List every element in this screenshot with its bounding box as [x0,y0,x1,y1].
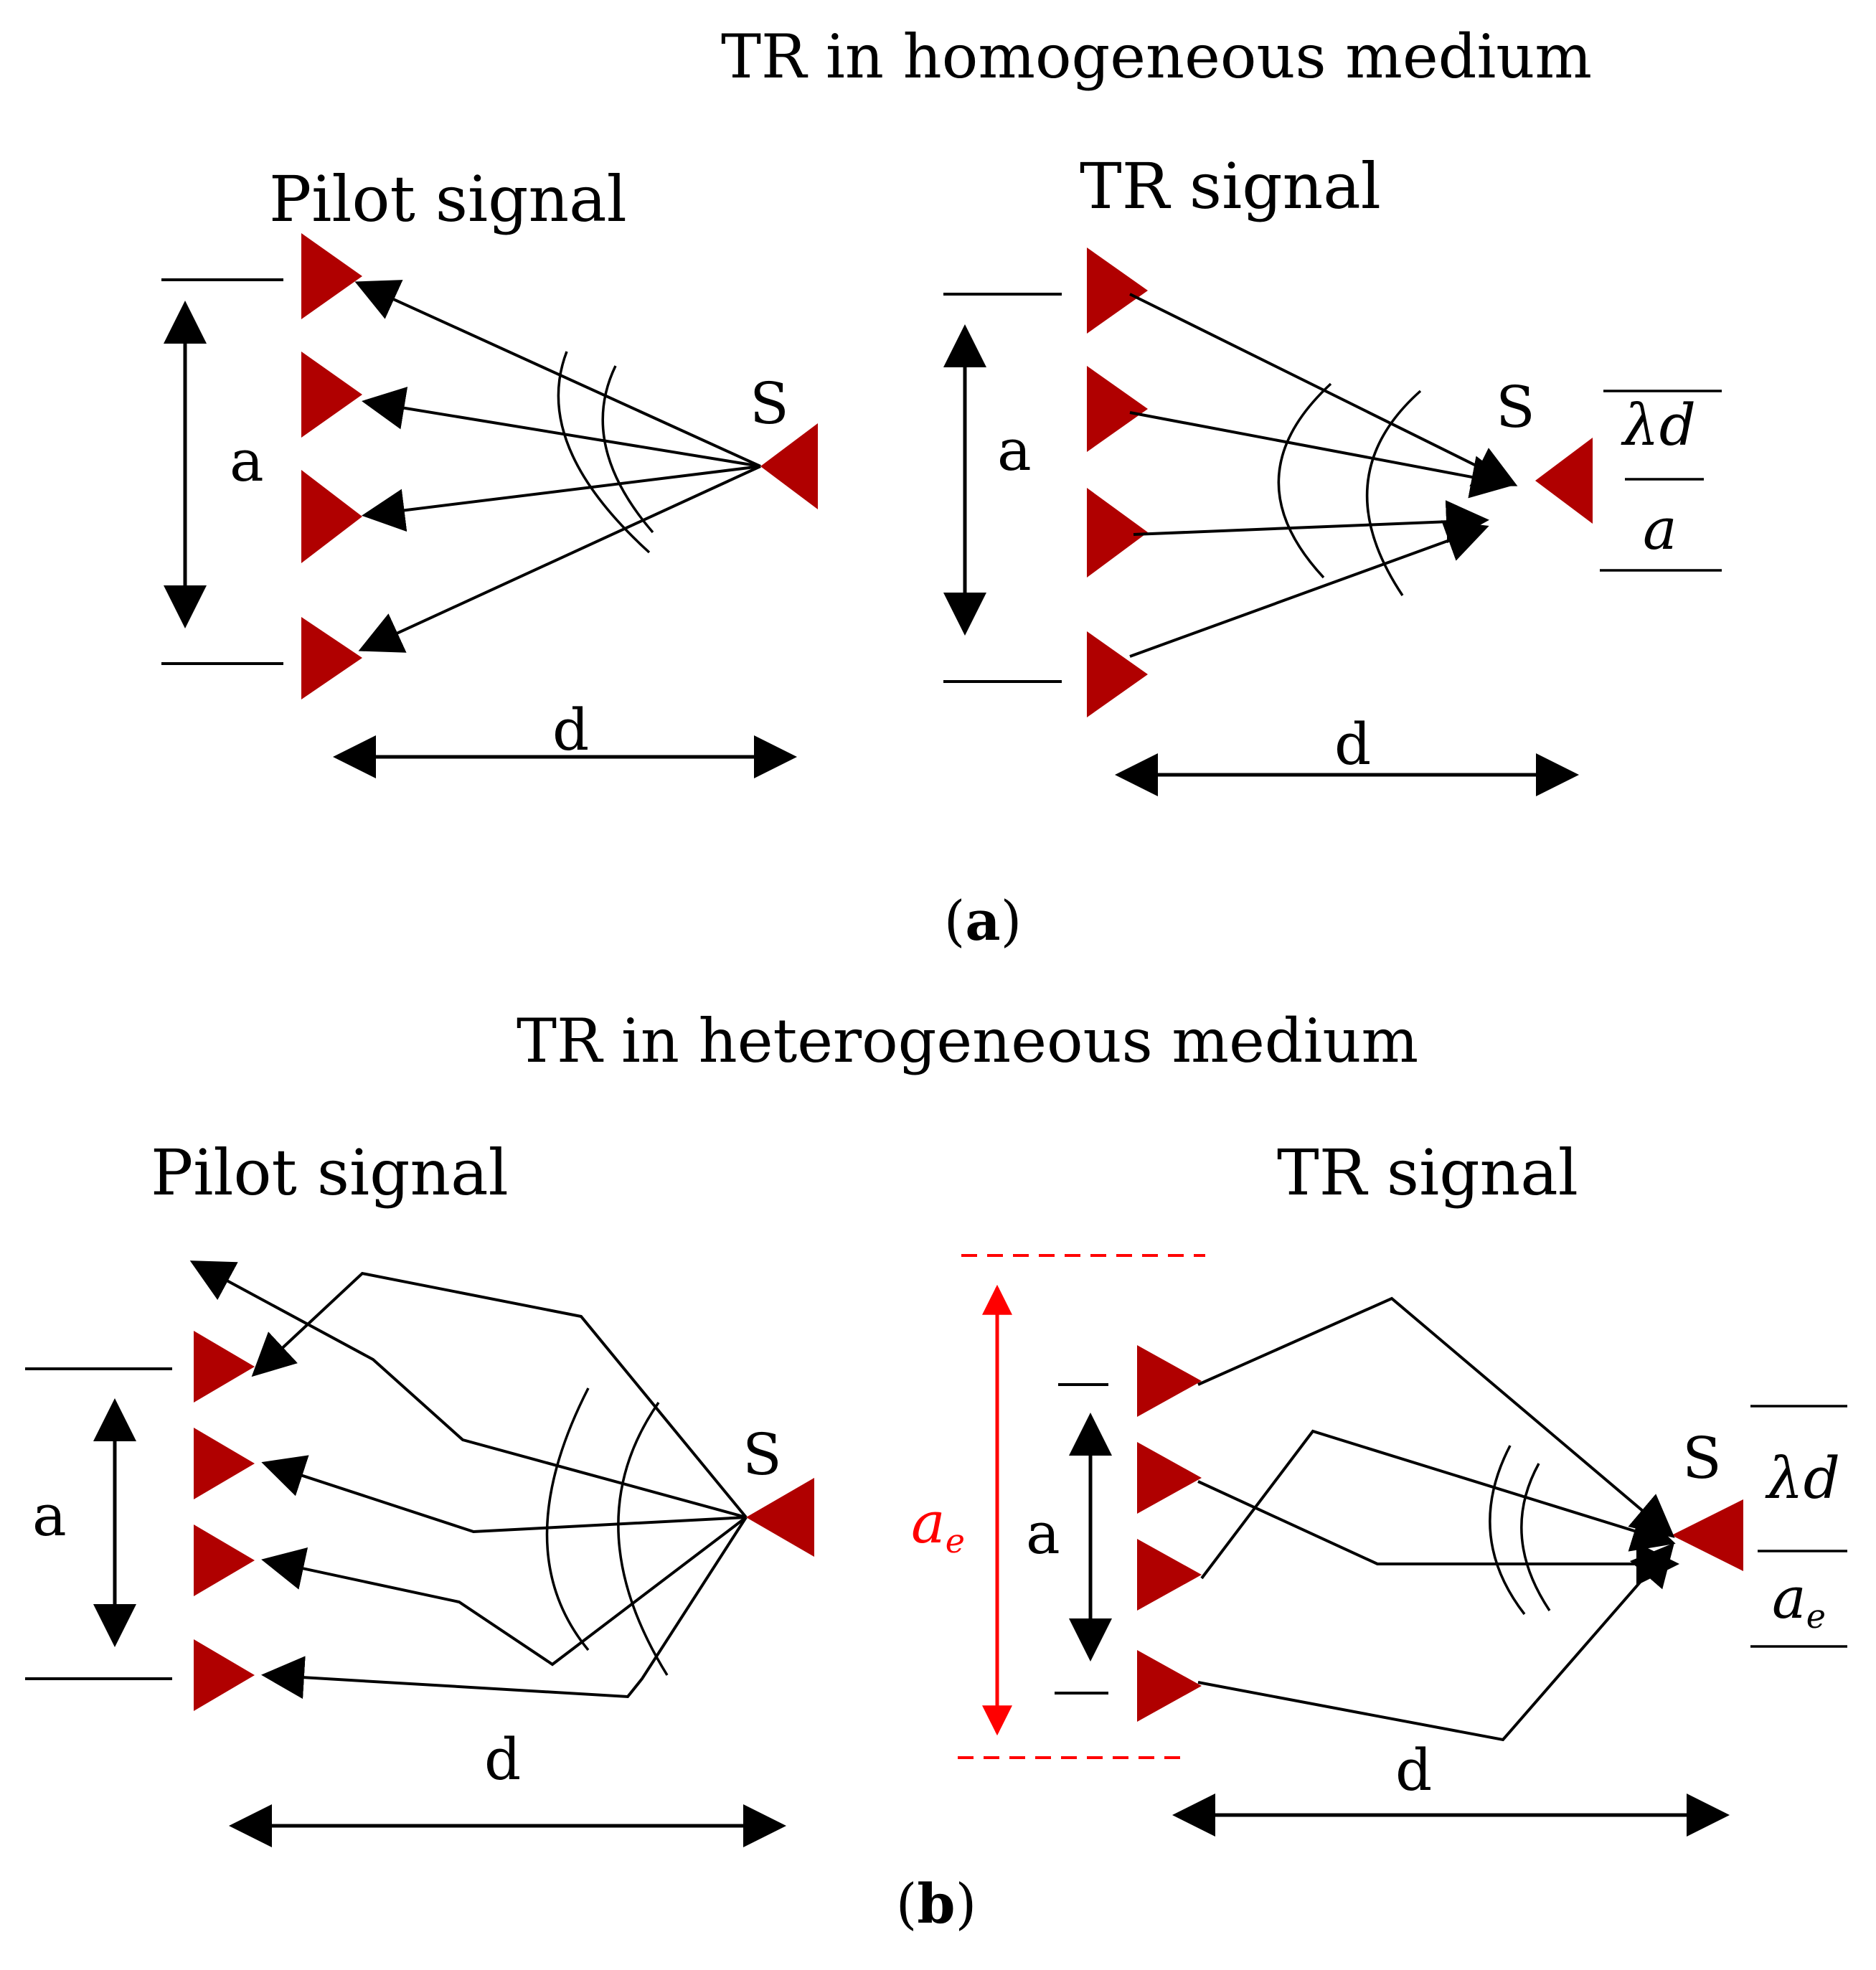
panel-a-tr-label: TR signal [1080,149,1381,223]
focus-label: S [1682,1425,1722,1491]
tr-path-3 [1200,1429,1676,1580]
wavefront-arc-1 [1489,1445,1526,1616]
panel-b-pilot-label: Pilot signal [151,1136,509,1210]
array-antenna-4 [301,617,362,699]
aperture-a-label: a [230,428,264,494]
array-antenna-3 [301,470,362,563]
pilot-ray-3 [362,465,761,532]
array-antenna-3 [194,1524,255,1596]
resolution-numerator: λd [1621,392,1696,458]
panel-b-title: TR in heterogeneous medium [517,1006,1418,1076]
pilot-ray-4 [358,465,761,653]
focus-antenna [1535,438,1593,524]
tr-path-4 [1197,1542,1674,1742]
panel-a-title: TR in homogeneous medium [721,22,1592,92]
resolution-denominator: a [1643,496,1677,562]
source-antenna [760,423,818,509]
panel-b-tr-label: TR signal [1277,1136,1578,1210]
panel-b: TR in heterogeneous medium Pilot signal … [25,1006,1847,1936]
source-antenna [746,1478,814,1557]
array-antenna-3 [1087,488,1148,578]
array-antenna-1 [301,233,362,319]
tr-path-2 [1197,1480,1679,1585]
panel-b-pilot: Pilot signal a S d [25,1136,814,1847]
array-antenna-4 [194,1639,255,1711]
array-antenna-1 [1137,1345,1202,1417]
caption-a: (a) [944,889,1022,953]
pilot-path-3 [261,1455,747,1534]
array-antenna-2 [194,1428,255,1499]
wavefront-arc-2 [1366,390,1422,596]
panel-a-pilot: Pilot signal a S d [161,162,818,778]
pilot-path-4 [261,1516,748,1667]
array-antenna-1 [194,1331,255,1403]
pilot-path-1 [251,1271,748,1519]
wavefront-arc-2 [1520,1463,1551,1611]
tr-ray-2 [1129,411,1514,499]
panel-b-tr: TR signal ae a S d [911,1136,1847,1837]
tr-ray-1 [1129,293,1518,486]
resolution-numerator: λd [1765,1445,1840,1512]
array-antenna-3 [1137,1539,1202,1611]
focus-antenna [1672,1499,1743,1571]
aperture-a-label: a [997,417,1032,484]
effective-aperture-label: ae [911,1489,965,1560]
caption-b: (b) [896,1872,976,1936]
array-antenna-2 [301,352,362,438]
panel-a-pilot-label: Pilot signal [269,162,627,236]
focal-spot-resolution: λd ae [1750,1405,1847,1648]
distance-d-label: d [552,697,589,763]
wavefront-arc-1 [1277,382,1332,579]
aperture-a-label: a [32,1482,67,1549]
tr-ray-3 [1133,500,1489,544]
array-antenna-2 [1137,1442,1202,1514]
distance-d-label: d [484,1726,521,1793]
pilot-path-2 [189,1260,747,1519]
array-antenna-4 [1087,631,1148,717]
panel-a: TR in homogeneous medium Pilot signal a … [161,22,1722,953]
wavefront-arc-1 [557,351,651,554]
focus-label: S [1496,374,1535,440]
focal-spot-resolution: λd a [1600,390,1722,572]
array-antenna-2 [1087,366,1148,452]
wavefront-arc-2 [617,1402,669,1676]
tr-path-1 [1197,1296,1675,1538]
array-antenna-4 [1137,1650,1202,1722]
wavefront-arc-1 [545,1387,590,1651]
panel-a-tr: TR signal a S d λd a [943,149,1722,796]
pilot-path-5 [261,1516,748,1700]
distance-d-label: d [1334,711,1371,778]
aperture-a-label: a [1026,1500,1060,1567]
wavefront-arc-2 [601,365,654,534]
distance-d-label: d [1395,1737,1432,1804]
tr-ray-4 [1129,520,1489,658]
resolution-denominator: ae [1772,1565,1826,1636]
source-label: S [743,1421,782,1488]
source-label: S [750,370,789,437]
array-antenna-1 [1087,248,1148,334]
